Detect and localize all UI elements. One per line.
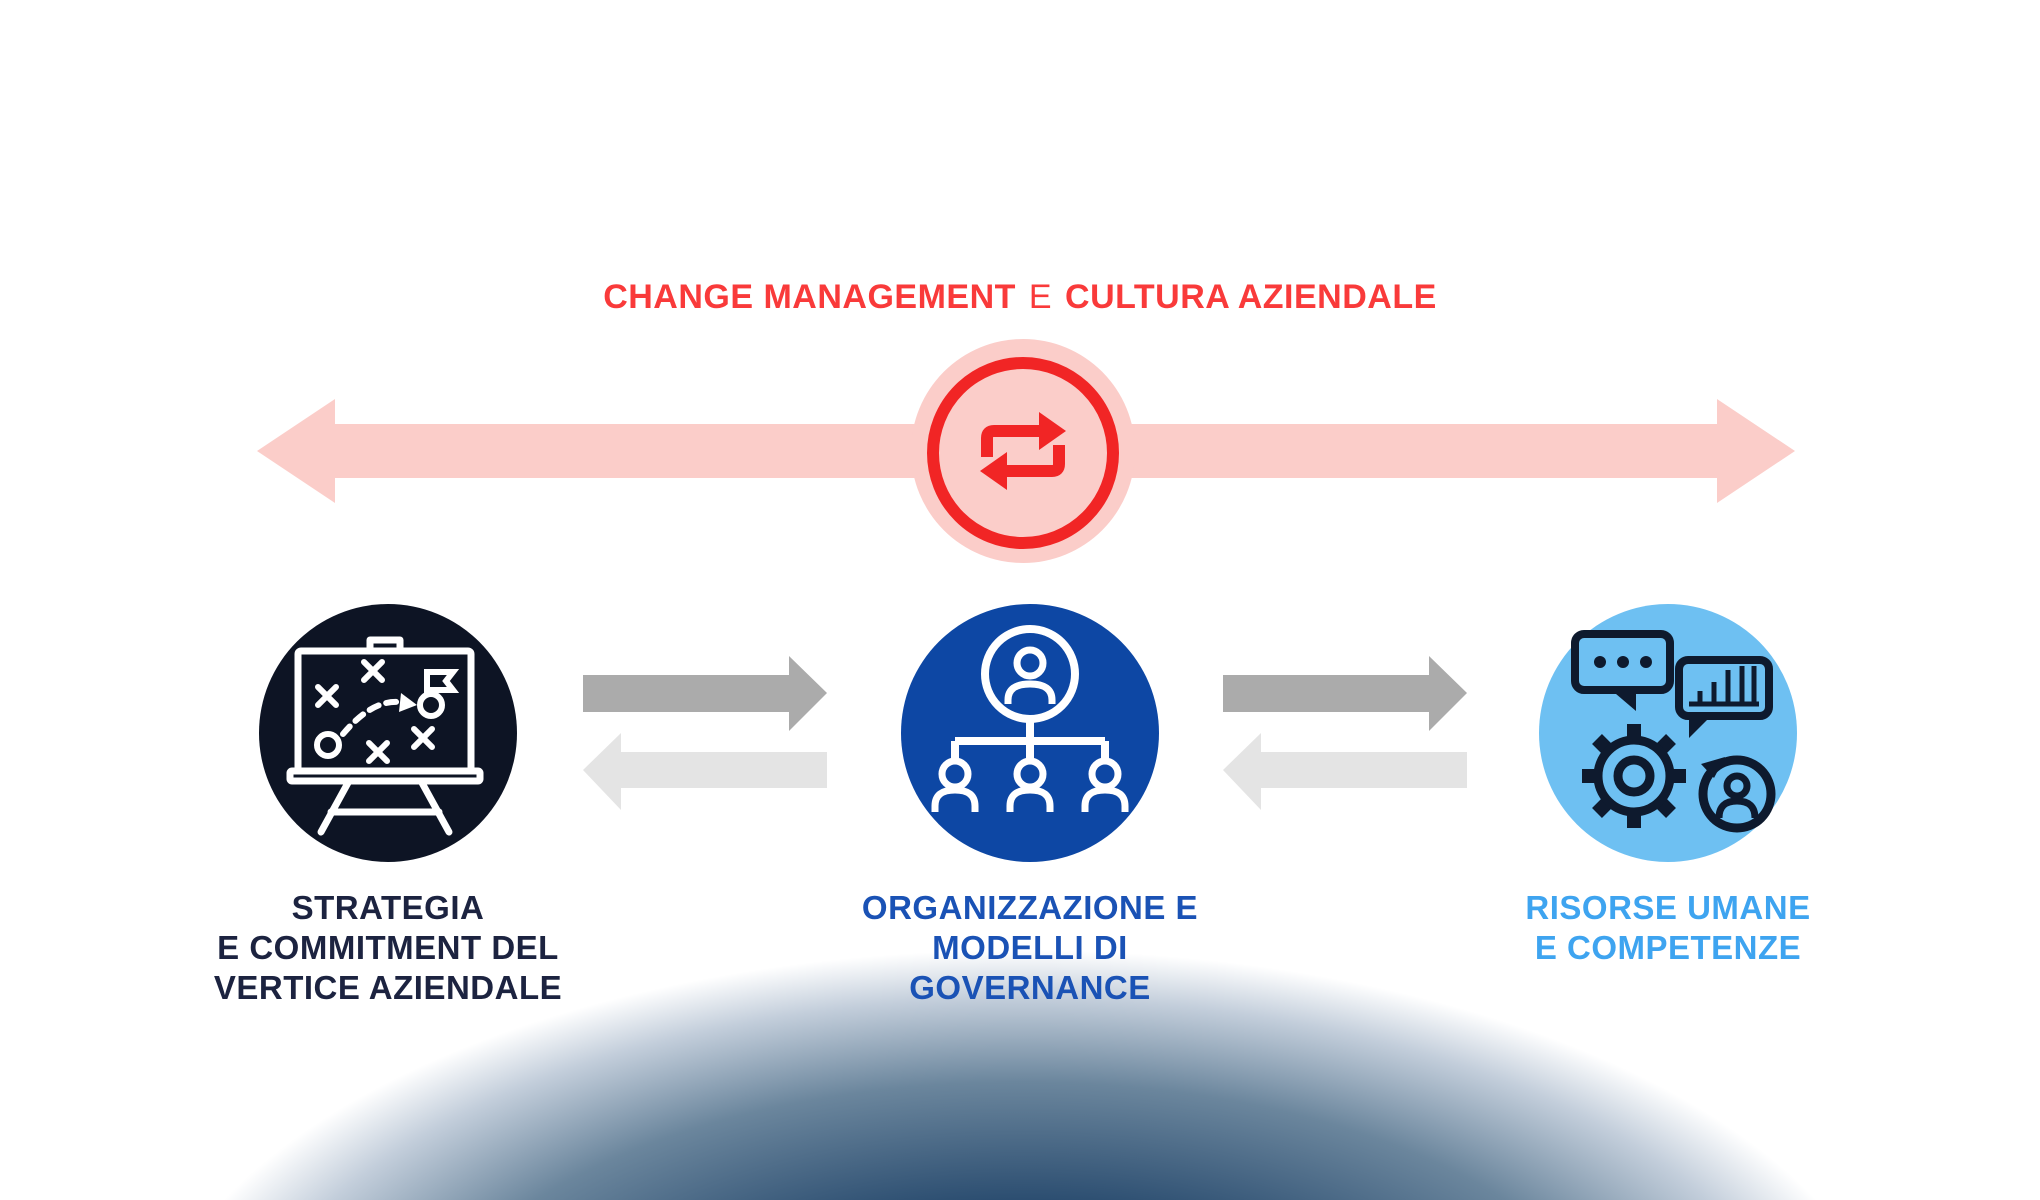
label-line: VERTICE AZIENDALE — [213, 969, 563, 1006]
repeat-arrow-bottom — [1007, 445, 1065, 477]
node-strategy-circle — [259, 604, 517, 862]
label-line: RISORSE UMANE — [1525, 889, 1811, 926]
title-text-bold-1: CHANGE MANAGEMENT — [603, 278, 1016, 316]
speech-bubble-dots-icon — [1571, 630, 1674, 711]
repeat-arrowhead-right — [1039, 412, 1066, 450]
backward-arrow-icon — [1223, 733, 1467, 810]
title-text-bold-2: CULTURA AZIENDALE — [1065, 278, 1437, 316]
label-line: GOVERNANCE — [909, 969, 1151, 1006]
repeat-arrows-icon — [927, 357, 1119, 549]
node-governance-circle — [901, 604, 1159, 862]
repeat-arrow-top — [981, 425, 1039, 457]
title-connector: E — [1028, 278, 1053, 316]
gear-icon — [1582, 724, 1686, 828]
org-chart-icon — [931, 625, 1129, 812]
bidirectional-arrows-left — [583, 656, 827, 810]
org-chart-shapes — [931, 625, 1129, 812]
label-line: STRATEGIA — [291, 889, 485, 926]
node-governance-label: ORGANIZZAZIONE E MODELLI DI GOVERNANCE — [770, 888, 1290, 1008]
tactics-markings — [314, 659, 460, 764]
diagram-title: CHANGE MANAGEMENT E CULTURA AZIENDALE — [0, 277, 2040, 317]
hr-competencies-icon — [1571, 630, 1776, 833]
hub-ring — [927, 357, 1119, 549]
label-line: E COMPETENZE — [1534, 929, 1802, 966]
change-hub-badge — [911, 339, 1135, 563]
strategy-board-icon — [286, 636, 484, 836]
repeat-arrowhead-left — [980, 452, 1007, 490]
person-badge-icon — [1698, 755, 1776, 833]
label-line: ORGANIZZAZIONE E — [861, 889, 1199, 926]
bidirectional-arrows-right — [1223, 656, 1467, 810]
label-line: E COMMITMENT DEL — [217, 929, 559, 966]
node-hr-circle — [1539, 604, 1797, 862]
node-strategy-label: STRATEGIA E COMMITMENT DEL VERTICE AZIEN… — [128, 888, 648, 1008]
tactics-arrowhead — [399, 693, 417, 712]
speech-bubble-chart-icon — [1675, 656, 1773, 738]
easel-board — [286, 636, 484, 836]
label-line: MODELLI DI — [932, 929, 1128, 966]
backward-arrow-icon — [583, 733, 827, 810]
forward-arrow-icon — [1223, 656, 1467, 731]
node-hr-label: RISORSE UMANE E COMPETENZE — [1408, 888, 1928, 968]
forward-arrow-icon — [583, 656, 827, 731]
